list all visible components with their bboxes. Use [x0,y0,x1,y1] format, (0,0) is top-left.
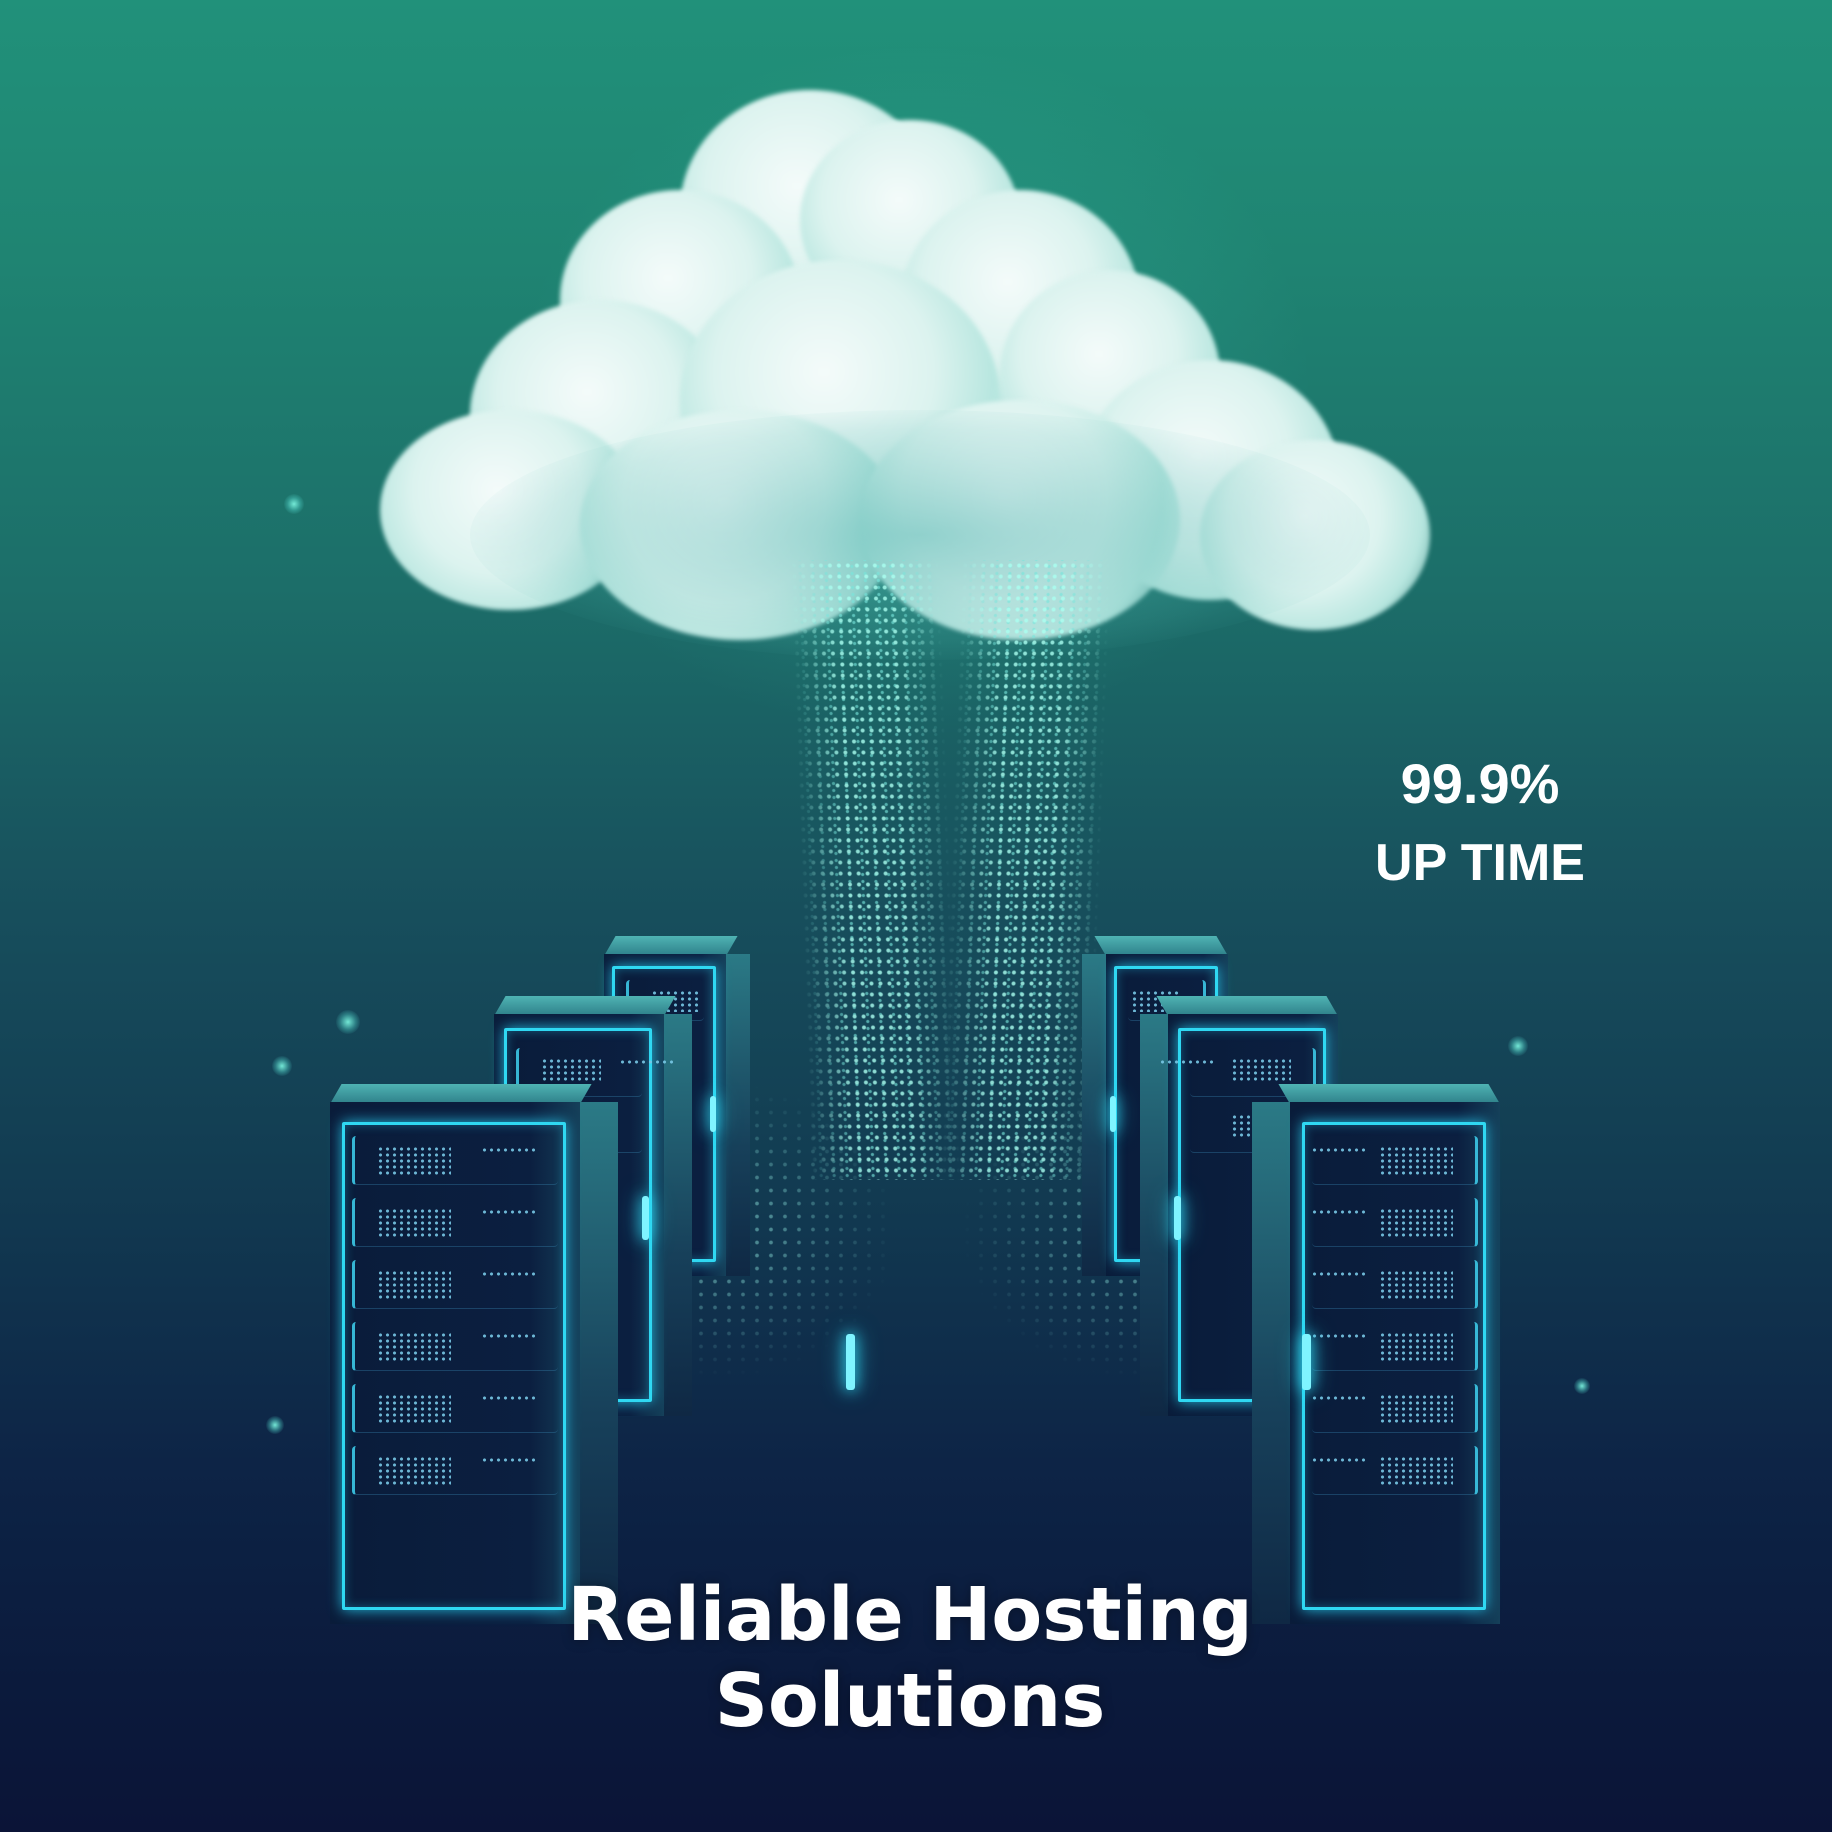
uptime-stat: 99.9% UP TIME [1330,752,1630,894]
sparkle-icon [336,1010,360,1034]
sparkle-icon [272,1056,292,1076]
sparkle-icon [1574,1378,1590,1394]
rack-handle [1302,1334,1311,1390]
uptime-label: UP TIME [1375,834,1585,892]
headline-line-1: Reliable Hosting [567,1572,1253,1658]
headline: Reliable Hosting Solutions [480,1573,1340,1743]
sparkle-icon [284,494,304,514]
server-rack-icon [330,1084,855,1624]
server-rack-icon [1252,1084,1500,1624]
sparkle-icon [266,1416,284,1434]
sparkle-icon [1508,1036,1528,1056]
headline-line-2: Solutions [714,1658,1106,1744]
rack-handle [846,1334,855,1390]
uptime-value: 99.9% [1400,752,1560,815]
